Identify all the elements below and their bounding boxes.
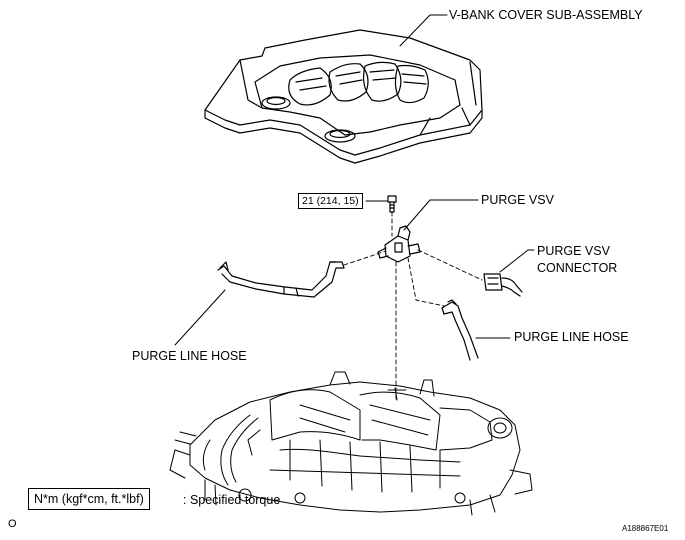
connector-illustration: [483, 273, 523, 297]
vbank-cover-illustration: [204, 29, 483, 164]
torque-spec-box: 21 (214, 15): [298, 193, 363, 209]
figure-id: A188867E01: [622, 524, 669, 533]
connector-leader-line: [499, 249, 535, 273]
footer-left-mark: O: [8, 518, 17, 530]
bolt-illustration: [365, 195, 397, 213]
vbank-cover-label: V-BANK COVER SUB-ASSEMBLY: [449, 8, 643, 22]
purge-vsv-label: PURGE VSV: [481, 193, 554, 207]
right-hose-illustration: [441, 299, 479, 361]
purge-vsv-leader-line: [403, 199, 479, 231]
purge-vsv-connector-label-line2: CONNECTOR: [537, 261, 618, 275]
purge-vsv-illustration: [377, 225, 421, 263]
purge-line-hose-right-label: PURGE LINE HOSE: [514, 330, 629, 344]
purge-vsv-connector-label-line1: PURGE VSV: [537, 244, 610, 258]
assembly-guide-lines: [343, 211, 483, 401]
engine-illustration: [169, 371, 533, 516]
left-hose-leader-line: [174, 289, 226, 346]
legend-description: : Specified torque: [183, 493, 281, 507]
legend-unit-box: N*m (kgf*cm, ft.*lbf): [28, 488, 150, 510]
purge-line-hose-left-label: PURGE LINE HOSE: [132, 349, 247, 363]
left-hose-illustration: [217, 261, 345, 298]
vbank-leader-line: [399, 14, 448, 47]
